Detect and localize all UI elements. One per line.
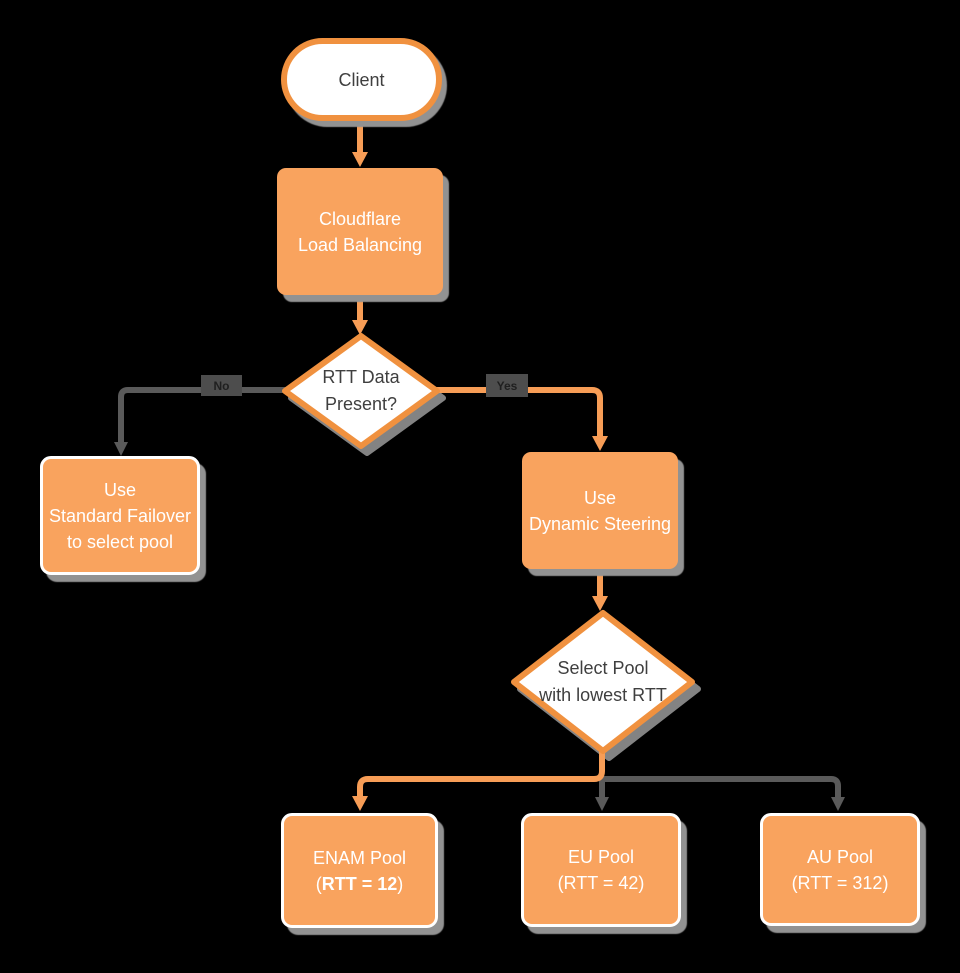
rtt-decision-diamond — [282, 333, 440, 449]
standard-failover-label-line3: to select pool — [66, 531, 174, 552]
eu-pool-label-line1: EU Pool — [567, 847, 635, 867]
rtt-decision-label-line1: RTT Data — [322, 367, 400, 387]
au-pool-node: AU Pool (RTT = 312) — [760, 813, 920, 926]
select-pool-label-line1: Select Pool — [557, 658, 649, 678]
load-balancer-node: Cloudflare Load Balancing — [277, 168, 443, 295]
edge-label-no: No — [201, 375, 242, 396]
arrowhead-steering-to-select — [592, 596, 608, 611]
arrowhead-client-to-lb — [352, 152, 368, 167]
rtt-decision-label: RTT Data Present? — [291, 363, 431, 419]
arrowhead-no-branch — [114, 442, 128, 456]
select-pool-label-line2: with lowest RTT — [539, 685, 667, 705]
connector-yes-branch — [435, 387, 603, 438]
rtt-decision-label-line2: Present? — [324, 394, 398, 414]
eu-pool-node: EU Pool (RTT = 42) — [521, 813, 681, 927]
standard-failover-node: Use Standard Failover to select pool — [40, 456, 200, 575]
standard-failover-label-line1: Use — [103, 479, 136, 500]
enam-rtt-value: RTT = 12 — [321, 873, 398, 894]
dynamic-steering-label-line1: Use — [583, 487, 616, 508]
connector-to-au-pool — [602, 776, 841, 798]
edge-label-yes: Yes — [486, 374, 528, 397]
enam-rtt-prefix: ( — [315, 873, 322, 894]
select-pool-decision-label: Select Pool with lowest RTT — [518, 654, 688, 710]
select-pool-decision-diamond — [511, 610, 695, 754]
arrowhead-to-au-pool — [831, 797, 845, 811]
enam-pool-label-line2: (RTT = 12) — [316, 871, 404, 897]
enam-pool-label-line1: ENAM Pool — [312, 847, 407, 868]
load-balancer-label-line2: Load Balancing — [297, 234, 423, 255]
load-balancer-label-line1: Cloudflare — [318, 208, 402, 229]
enam-pool-node: ENAM Pool (RTT = 12) — [281, 813, 438, 928]
arrowhead-yes-branch — [592, 436, 608, 451]
connector-no-branch — [118, 387, 287, 444]
arrowhead-to-eu-pool — [595, 797, 609, 811]
au-pool-label-line1: AU Pool — [806, 846, 874, 867]
connector-to-enam-pool — [357, 749, 605, 798]
edge-label-no-text: No — [213, 378, 230, 393]
edge-label-yes-text: Yes — [496, 378, 518, 393]
arrowhead-to-enam-pool — [352, 796, 368, 811]
standard-failover-label-line2: Standard Failover — [48, 505, 192, 526]
arrowhead-lb-to-rtt — [352, 320, 368, 335]
au-pool-label-line2: (RTT = 312) — [791, 872, 889, 893]
client-node: Client — [281, 38, 442, 121]
dynamic-steering-node: Use Dynamic Steering — [522, 452, 678, 569]
eu-pool-label-line2: (RTT = 42) — [557, 873, 645, 893]
client-label: Client — [338, 69, 385, 90]
dynamic-steering-label-line2: Dynamic Steering — [528, 513, 672, 534]
enam-rtt-suffix: ) — [397, 873, 404, 894]
